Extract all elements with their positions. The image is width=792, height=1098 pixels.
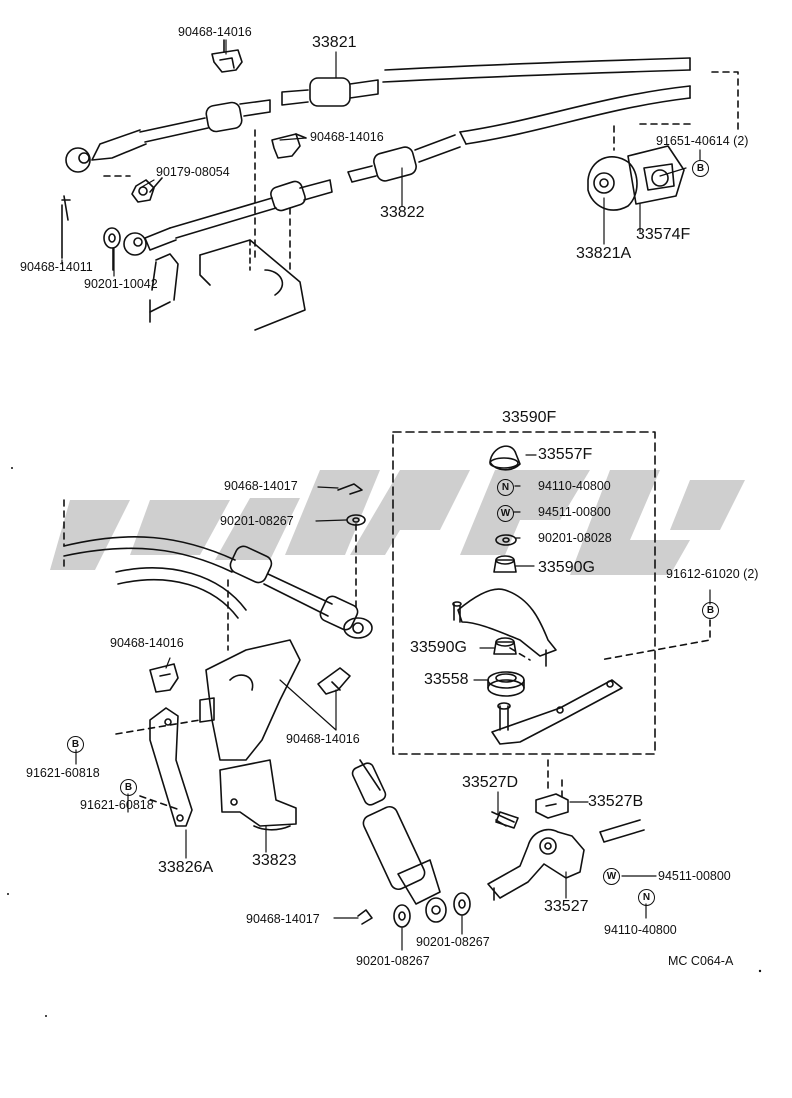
washer-90201-08028 [495, 534, 517, 546]
label-33527: 33527 [544, 898, 589, 915]
clip-90468-14016-right [317, 667, 351, 695]
badge-N-b: N [638, 889, 655, 906]
cap-33557F [489, 445, 521, 471]
label-33590F: 33590F [502, 409, 557, 426]
bushing-33590G-upper [493, 555, 517, 573]
label-90468-14011: 90468-14011 [20, 260, 93, 274]
grommet-33821A [587, 156, 638, 211]
bushing-33590G-lower [493, 637, 517, 655]
label-91612-61020: 91612-61020 (2) [666, 567, 759, 581]
diagram-code: MC C064-A [668, 954, 734, 968]
label-90468-14016-d: 90468-14016 [286, 732, 360, 746]
pin-90468-14017-bottom [357, 909, 373, 925]
shift-link [491, 679, 623, 745]
label-94110-40800-a: 94110-40800 [538, 479, 611, 493]
label-90179-08054: 90179-08054 [156, 165, 230, 179]
stray-dots [7, 467, 762, 1017]
bushing-33527B [535, 793, 569, 819]
label-90201-08267-a: 90201-08267 [220, 514, 294, 528]
pin-33527D [491, 811, 519, 829]
label-33590G-a: 33590G [538, 559, 595, 576]
clip-90468-14016-top [211, 39, 243, 73]
label-33527B: 33527B [588, 793, 644, 810]
assembly-box-33590F [392, 431, 656, 755]
nut-90179-08054 [131, 177, 163, 203]
label-91621-60818-b: 91621-60818 [80, 798, 154, 812]
clip-90468-14016-mid [271, 133, 307, 159]
washer-90201-08267-c [453, 892, 471, 916]
label-90201-10042: 90201-10042 [84, 277, 158, 291]
badge-B-right: B [702, 602, 719, 619]
clip-90468-14016-left [149, 663, 179, 693]
label-33590G-b: 33590G [410, 639, 467, 656]
badge-B-left: B [67, 736, 84, 753]
label-94110-40800-b: 94110-40800 [604, 923, 677, 937]
label-90201-08267-b: 90201-08267 [416, 935, 490, 949]
label-33826A: 33826A [158, 859, 214, 876]
selector-lever [452, 588, 557, 667]
label-90201-08028: 90201-08028 [538, 531, 612, 545]
push-rod [351, 759, 447, 923]
shift-bracket-top [149, 239, 306, 331]
badge-B-left2: B [120, 779, 137, 796]
label-33823: 33823 [252, 852, 297, 869]
shift-lever-33823 [199, 639, 301, 831]
label-91621-60818-a: 91621-60818 [26, 766, 100, 780]
pin-90468-14011 [61, 195, 71, 259]
label-90468-14017-a: 90468-14017 [224, 479, 298, 493]
label-94511-00800-b: 94511-00800 [658, 869, 731, 883]
badge-N-a: N [497, 479, 514, 496]
bracket-33826A [149, 707, 193, 827]
label-90468-14016-c: 90468-14016 [110, 636, 184, 650]
pin-90468-14017-top [337, 483, 363, 495]
label-94511-00800-a: 94511-00800 [538, 505, 611, 519]
label-33558: 33558 [424, 671, 469, 688]
label-90201-08267-c: 90201-08267 [356, 954, 430, 968]
bellcrank-33527 [487, 819, 645, 901]
leader-lines [61, 39, 711, 951]
badge-W-a: W [497, 505, 514, 522]
label-33822: 33822 [380, 204, 425, 221]
ring-33558 [487, 671, 525, 697]
cable-33822 [123, 85, 691, 256]
label-90468-14017-b: 90468-14017 [246, 912, 320, 926]
label-33557F: 33557F [538, 446, 593, 463]
label-33821A: 33821A [576, 245, 632, 262]
cable-33821 [65, 57, 691, 173]
plate-33574F [627, 145, 685, 205]
assembly-lines-top [103, 71, 739, 275]
cable-bottom [63, 536, 373, 639]
label-90468-14016-b: 90468-14016 [310, 130, 384, 144]
watermark-logo [50, 470, 745, 575]
washer-90201-08267-top [346, 514, 366, 526]
label-90468-14016-a: 90468-14016 [178, 25, 252, 39]
washer-90201-10042 [103, 227, 121, 271]
badge-B-top: B [692, 160, 709, 177]
assembly-lines-bottom [63, 499, 711, 811]
badge-W-b: W [603, 868, 620, 885]
label-33574F: 33574F [636, 226, 691, 243]
label-91651-40614: 91651-40614 (2) [656, 134, 749, 148]
label-33527D: 33527D [462, 774, 519, 791]
label-33821: 33821 [312, 34, 357, 51]
washer-90201-08267-b [393, 904, 411, 928]
